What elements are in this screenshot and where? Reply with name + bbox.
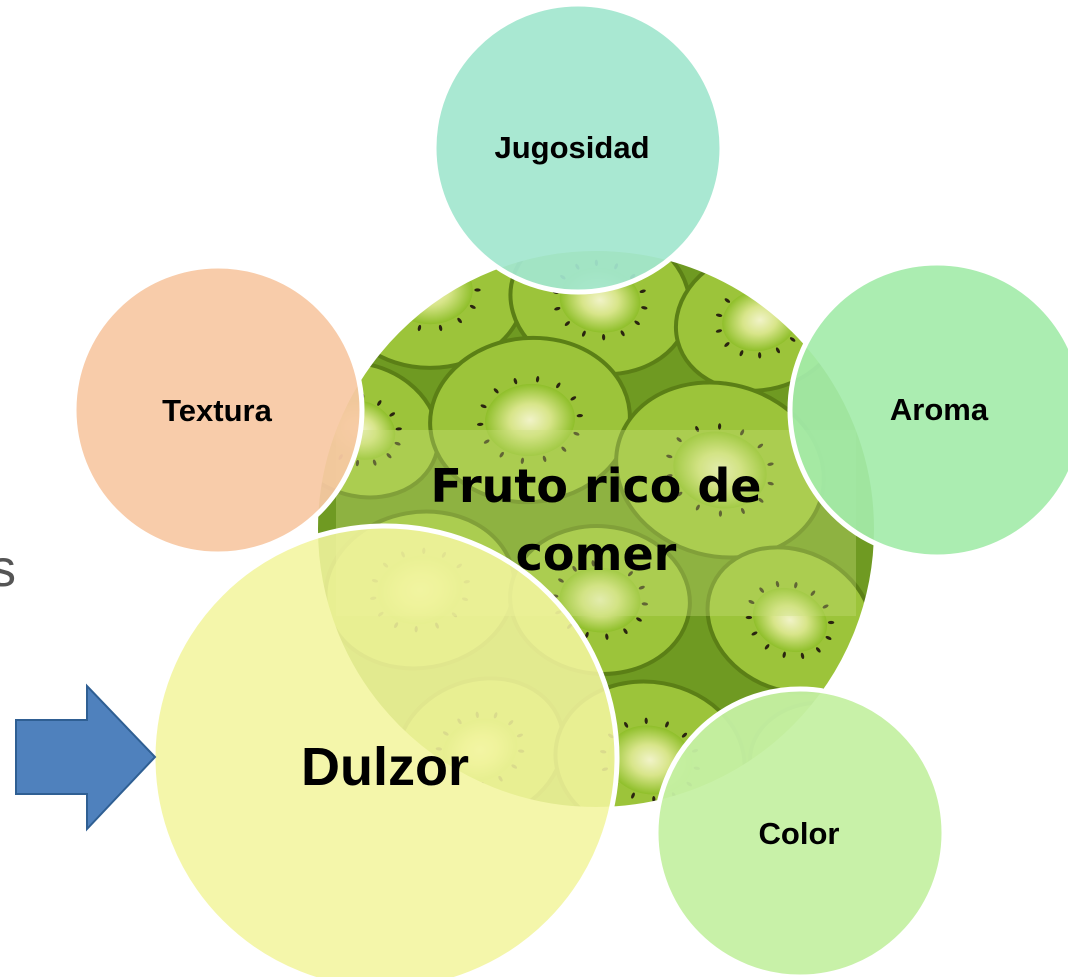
kiwi-slice: [705, 545, 875, 695]
textura-label: Textura: [162, 393, 272, 428]
cut-off-text: s: [0, 540, 16, 598]
color-circle: Color: [653, 686, 947, 977]
aroma-label: Aroma: [890, 392, 989, 427]
center-label-line1: Fruto rico de: [431, 459, 762, 513]
kiwi-slice: [428, 335, 632, 505]
kiwi-slice: [614, 380, 826, 560]
aroma-circle: Aroma: [787, 260, 1068, 560]
dulzor-label: Dulzor: [301, 737, 469, 797]
jugosidad-label: Jugosidad: [494, 130, 649, 165]
arrow-right-icon: [15, 683, 157, 832]
textura-circle: Textura: [71, 263, 365, 557]
jugosidad-circle: Jugosidad: [431, 1, 725, 295]
center-label-line2: comer: [516, 527, 677, 581]
color-label: Color: [759, 816, 840, 851]
dulzor-circle: Dulzor: [150, 523, 620, 977]
